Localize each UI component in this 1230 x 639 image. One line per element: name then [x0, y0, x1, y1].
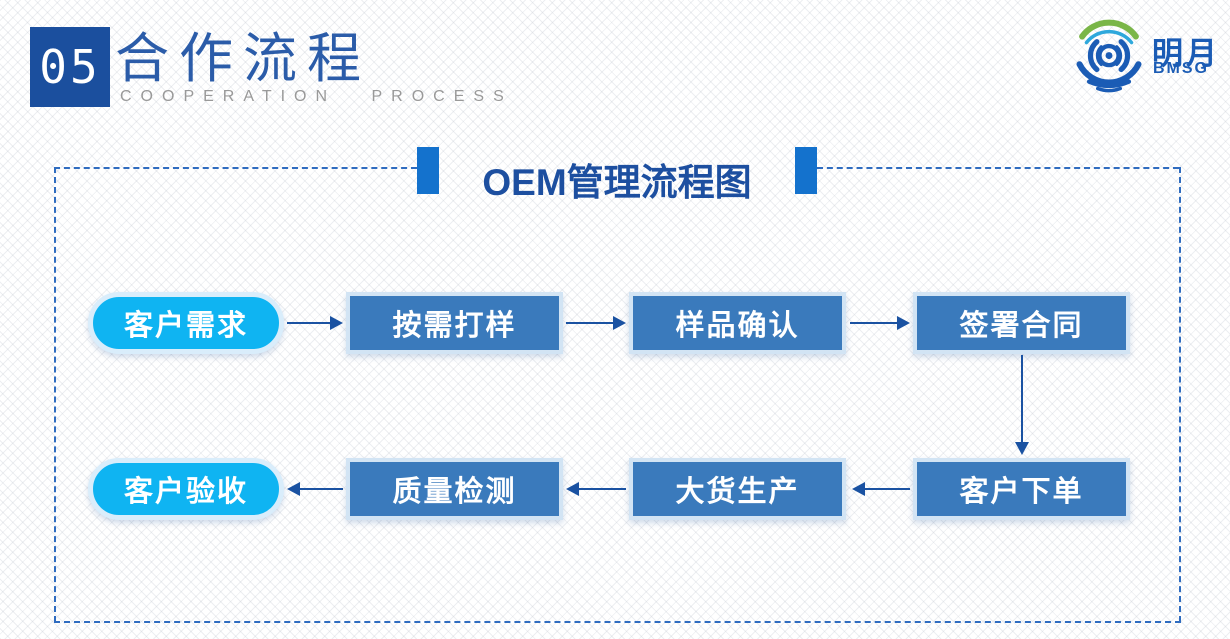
arrow-down-icon [1015, 355, 1029, 455]
frame-border-bottom [54, 621, 1181, 623]
brand-logo: 明月 BMSG [1070, 10, 1230, 96]
flow-node-customer-order: 客户下单 [913, 458, 1130, 520]
arrow-right-icon [287, 316, 343, 330]
arrow-left-icon [852, 482, 910, 496]
diagram-title: OEM管理流程图 [482, 162, 752, 203]
arrow-left-icon [566, 482, 626, 496]
frame-border-top-left [54, 167, 417, 169]
frame-border-left [54, 167, 56, 622]
arrow-left-icon [287, 482, 343, 496]
brand-name: 明月 [1152, 36, 1220, 71]
brand-abbreviation: BMSG [1153, 60, 1209, 77]
brand-logo-icon [1076, 19, 1142, 93]
section-number-badge: 05 [30, 27, 110, 107]
page-title: 合作流程 [115, 27, 371, 90]
arrow-right-icon [850, 316, 910, 330]
frame-border-top-right [817, 167, 1179, 169]
flow-node-sign-contract: 签署合同 [913, 292, 1130, 354]
title-accent-bar-left [417, 147, 439, 194]
flow-node-sample-confirmation: 样品确认 [629, 292, 846, 354]
frame-border-right [1179, 167, 1181, 622]
arrow-right-icon [566, 316, 626, 330]
flow-node-customer-acceptance: 客户验收 [88, 458, 284, 520]
flow-node-customer-demand: 客户需求 [88, 292, 284, 354]
flow-node-quality-inspection: 质量检测 [346, 458, 563, 520]
flow-node-bulk-production: 大货生产 [629, 458, 846, 520]
flow-node-sample-on-demand: 按需打样 [346, 292, 563, 354]
title-accent-bar-right [795, 147, 817, 194]
page-subtitle: COOPERATION PROCESS [120, 88, 513, 105]
